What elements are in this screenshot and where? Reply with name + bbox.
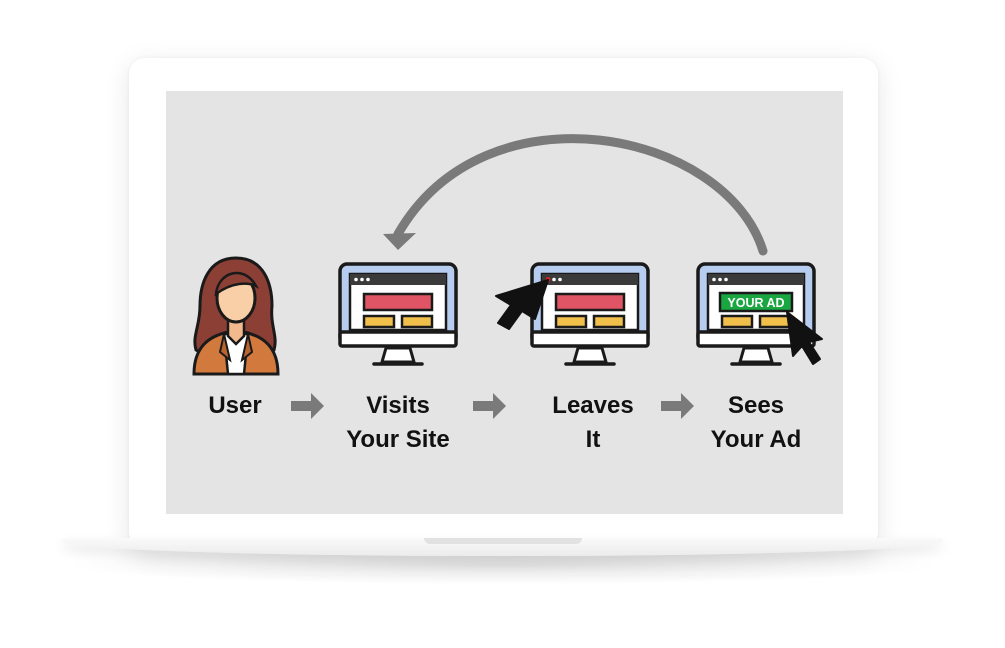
step-label-user: User bbox=[180, 389, 290, 423]
laptop-base bbox=[62, 538, 943, 556]
ad-label: YOUR AD bbox=[727, 296, 784, 310]
step-label-line: It bbox=[585, 426, 601, 453]
curved-return-arrow-icon bbox=[383, 134, 768, 256]
laptop-notch bbox=[424, 538, 582, 544]
step-label-line: Your Site bbox=[346, 426, 450, 453]
step-label-line: User bbox=[208, 392, 262, 419]
step-label-line: Sees bbox=[727, 392, 785, 419]
cursor-icon bbox=[786, 311, 823, 365]
step-label-line: Leaves bbox=[552, 392, 634, 419]
step-label-leaves: Leaves It bbox=[523, 389, 663, 457]
woman-avatar-icon bbox=[192, 256, 280, 376]
arrow-right-icon bbox=[473, 393, 506, 419]
step-label-sees: Sees Your Ad bbox=[686, 389, 826, 457]
retargeting-diagram: YOUR AD bbox=[192, 134, 823, 419]
monitor-website-icon bbox=[338, 262, 458, 366]
arrow-right-icon bbox=[291, 393, 324, 419]
step-label-line: Your Ad bbox=[710, 426, 802, 453]
arrow-right-icon bbox=[661, 393, 694, 419]
cursor-icon bbox=[495, 279, 549, 330]
laptop-screen: YOUR AD User Visits Your Site Leaves bbox=[166, 91, 843, 514]
step-label-visits: Visits Your Site bbox=[328, 389, 468, 457]
step-label-line: Visits bbox=[366, 392, 430, 419]
monitor-close-click-icon bbox=[530, 262, 650, 366]
